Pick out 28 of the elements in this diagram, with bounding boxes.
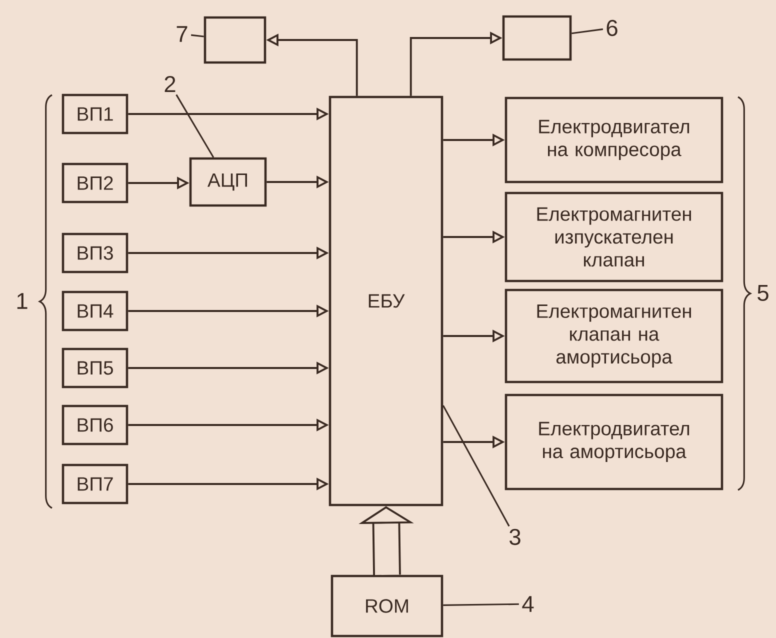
empty-box	[502, 15, 572, 61]
leader-line	[176, 94, 214, 158]
leader-line	[442, 405, 510, 527]
callout-number: 3	[510, 528, 520, 546]
callout-number: 2	[164, 76, 176, 92]
leader-line	[443, 603, 519, 606]
callout-number: 7	[176, 26, 188, 42]
empty-box	[204, 16, 266, 64]
output-box: Електродвигател на амортисьора	[504, 394, 724, 490]
leader-line	[191, 34, 204, 38]
block-box: ЕБУ	[328, 96, 444, 506]
block-box: ВП7	[62, 464, 128, 504]
output-box: Електромагнитен изпускателен клапан	[504, 192, 724, 282]
output-box: Електромагнитен клапан на амортисьора	[504, 288, 724, 384]
output-box: Електродвигател на компресора	[504, 96, 724, 184]
block-box: ROM	[330, 574, 444, 638]
block-box: АЦП	[189, 157, 267, 207]
leader-line	[572, 28, 604, 34]
block-box: ВП1	[62, 94, 128, 134]
bracket-label: 1	[17, 293, 28, 309]
block-box: ВП4	[62, 290, 128, 332]
block-box: ВП6	[62, 404, 128, 446]
block-box: ВП3	[62, 232, 128, 274]
callout-number: 4	[522, 596, 534, 612]
bracket-label: 5	[758, 285, 768, 301]
block-box: ВП2	[62, 162, 128, 204]
callout-number: 6	[606, 20, 618, 36]
block-box: ВП5	[62, 348, 128, 388]
